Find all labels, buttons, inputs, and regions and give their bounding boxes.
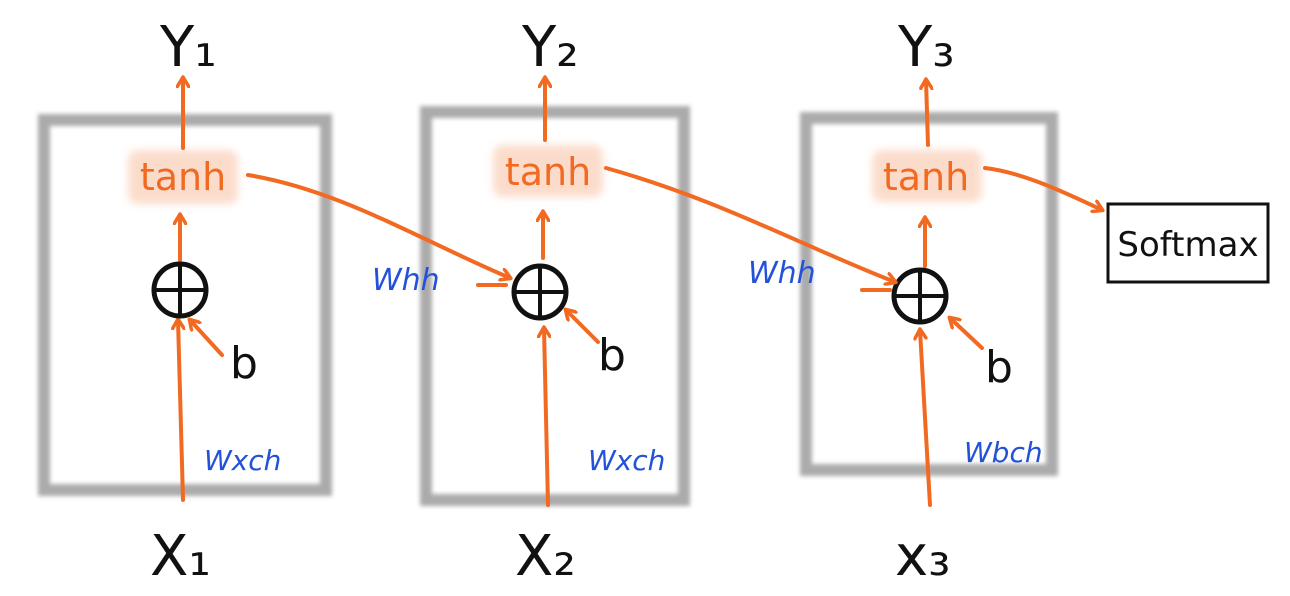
cell-2-tanh-label: tanh: [505, 150, 591, 194]
cell-2-output-label: Y₂: [521, 15, 579, 80]
cell-3-input-arrow: [920, 330, 932, 507]
softmax-arrow: [983, 166, 1102, 210]
circled-plus-icon: [891, 267, 949, 325]
circled-plus-icon: [511, 263, 569, 321]
cell-2-bias-arrow: [566, 310, 600, 344]
cell-1-output-label: Y₁: [159, 15, 217, 80]
cell-2-input-arrow: [544, 328, 548, 507]
cell-3-tanh-label: tanh: [883, 155, 969, 199]
cell-3-input-weight-label: Wbch: [964, 436, 1043, 469]
cell-3-bias-arrow: [950, 318, 984, 350]
cell-1-tanh-label: tanh: [140, 155, 226, 199]
cell-3-output-label: Y₃: [897, 15, 955, 80]
cell-3-bias-label: b: [985, 342, 1013, 393]
cell-2-bias-label: b: [598, 330, 626, 381]
cell-2-tanh-highlight: [493, 145, 603, 197]
cell-3-output-arrow: [926, 80, 928, 147]
recurrent-weight-label-1: Whh: [372, 263, 440, 298]
cell-1-bias-label: b: [230, 338, 258, 389]
rnn-cell-3: tanh b Wbch Y₃ x₃: [800, 15, 1058, 589]
cell-3-tanh-highlight: [872, 150, 982, 202]
softmax-label: Softmax: [1117, 225, 1258, 265]
cell-1-input-arrow: [178, 320, 183, 502]
recurrent-weight-label-2: Whh: [748, 256, 816, 291]
cell-1-tanh-highlight: [128, 150, 238, 204]
cell-2-input-weight-label: Wxch: [588, 444, 665, 477]
cell-2-input-label: X₂: [515, 524, 576, 589]
rnn-cell-1: tanh b Wxch Y₁ X₁: [38, 15, 332, 589]
recurrent-arrow-1-to-2: [246, 173, 510, 278]
cell-2-box: [420, 106, 690, 506]
cell-1-bias-arrow: [190, 320, 224, 357]
cell-1-input-weight-label: Wxch: [204, 444, 281, 477]
rnn-cell-2: tanh b Wxch Y₂ X₂: [420, 15, 690, 589]
recurrent-arrow-2-to-3: [604, 166, 895, 282]
cell-3-input-label: x₃: [895, 524, 951, 589]
circled-plus-icon: [151, 261, 209, 319]
cell-1-input-label: X₁: [150, 524, 211, 589]
softmax-box: [1106, 202, 1270, 284]
